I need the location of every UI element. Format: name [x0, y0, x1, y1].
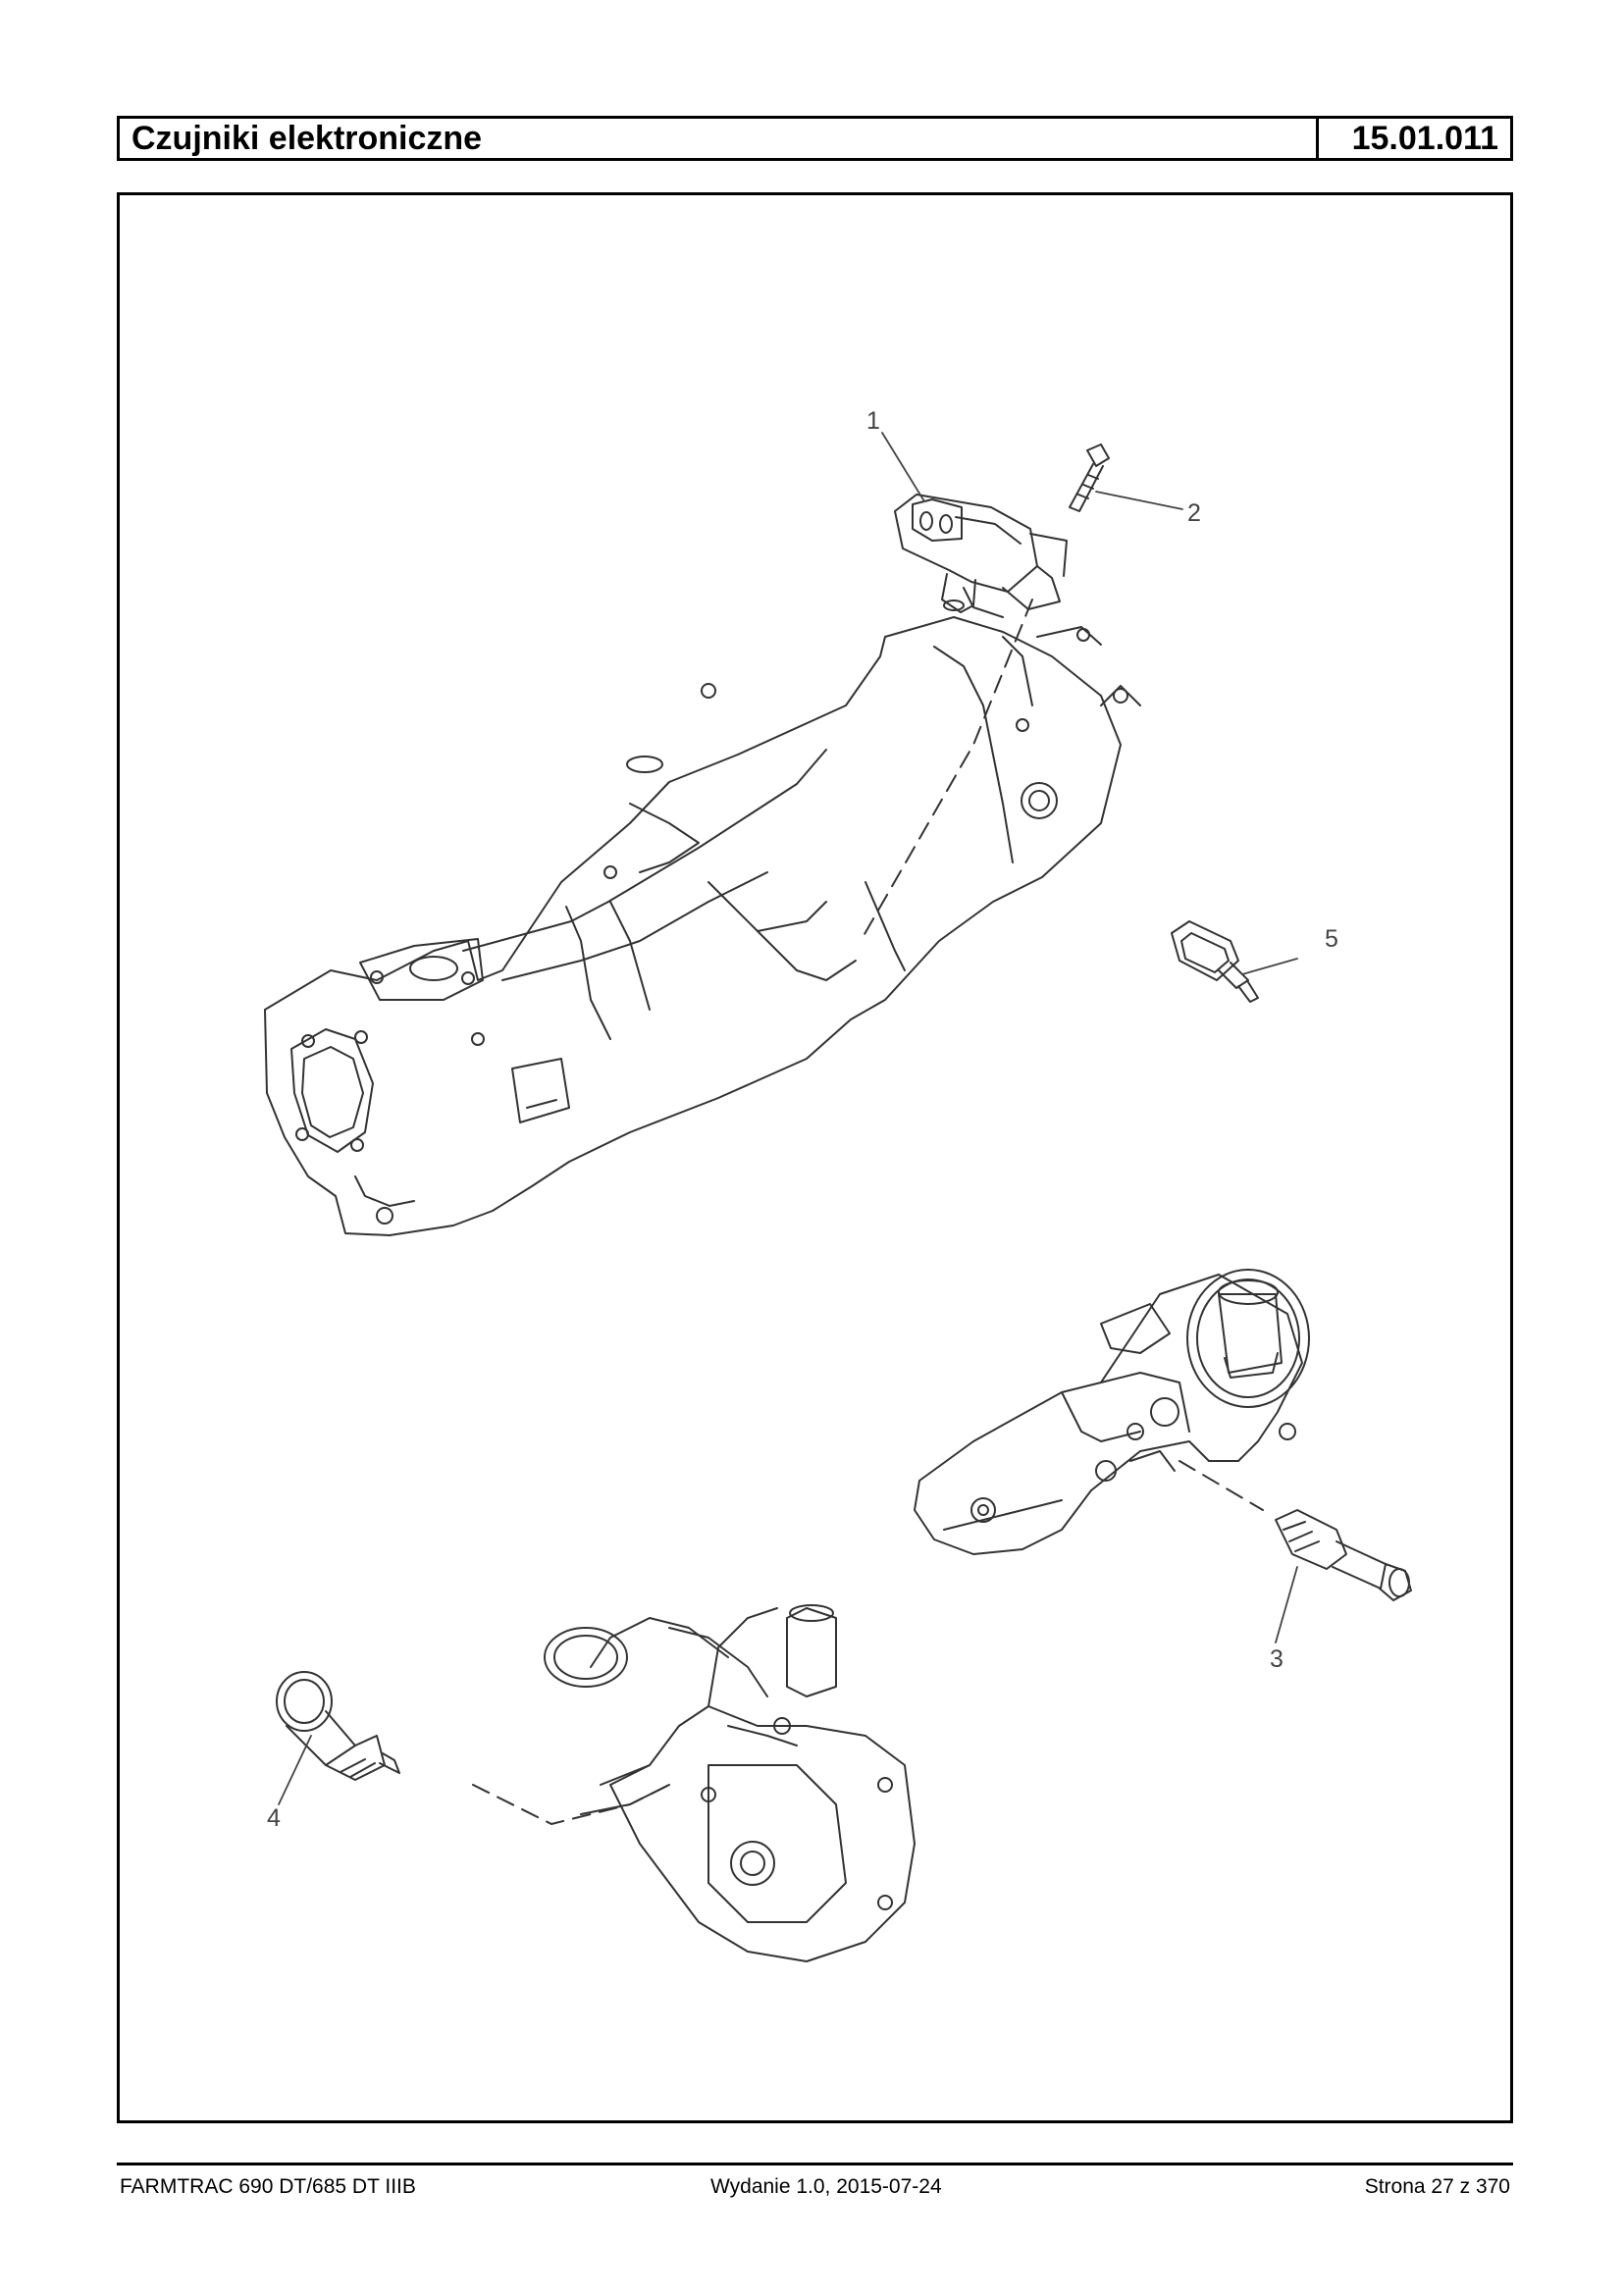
callout-1: 1	[866, 407, 880, 435]
footer-rule	[117, 2163, 1513, 2165]
callout-2: 2	[1187, 499, 1201, 527]
section-code: 15.01.011	[1351, 120, 1498, 157]
page-footer: FARMTRAC 690 DT/685 DT IIIB Wydanie 1.0,…	[117, 2172, 1513, 2202]
page-title: Czujniki elektroniczne	[120, 119, 1319, 158]
oil-filter-housing-part	[914, 1269, 1310, 1555]
temperature-sensor-3-part	[1275, 1509, 1412, 1601]
footer-edition: Wydanie 1.0, 2015-07-24	[710, 2175, 942, 2198]
intake-manifold-part	[264, 587, 1141, 1236]
bolt-part	[1069, 443, 1110, 512]
temperature-sensor-4-part	[276, 1671, 400, 1781]
parts-diagram	[264, 432, 1412, 1962]
callout-4: 4	[267, 1804, 281, 1832]
callout-leaders	[278, 432, 1298, 1805]
diagram-frame: 1 2 5 3 4	[117, 192, 1513, 2123]
callout-3: 3	[1270, 1645, 1283, 1673]
thermostat-housing-part	[544, 1604, 916, 1962]
temperature-sensor-5-part	[1171, 920, 1259, 1003]
page-header: Czujniki elektroniczne 15.01.011	[117, 116, 1513, 161]
callout-5: 5	[1325, 925, 1338, 953]
footer-page-number: Strona 27 z 370	[1364, 2175, 1510, 2198]
map-sensor-part	[894, 494, 1068, 613]
footer-model: FARMTRAC 690 DT/685 DT IIIB	[120, 2175, 416, 2198]
